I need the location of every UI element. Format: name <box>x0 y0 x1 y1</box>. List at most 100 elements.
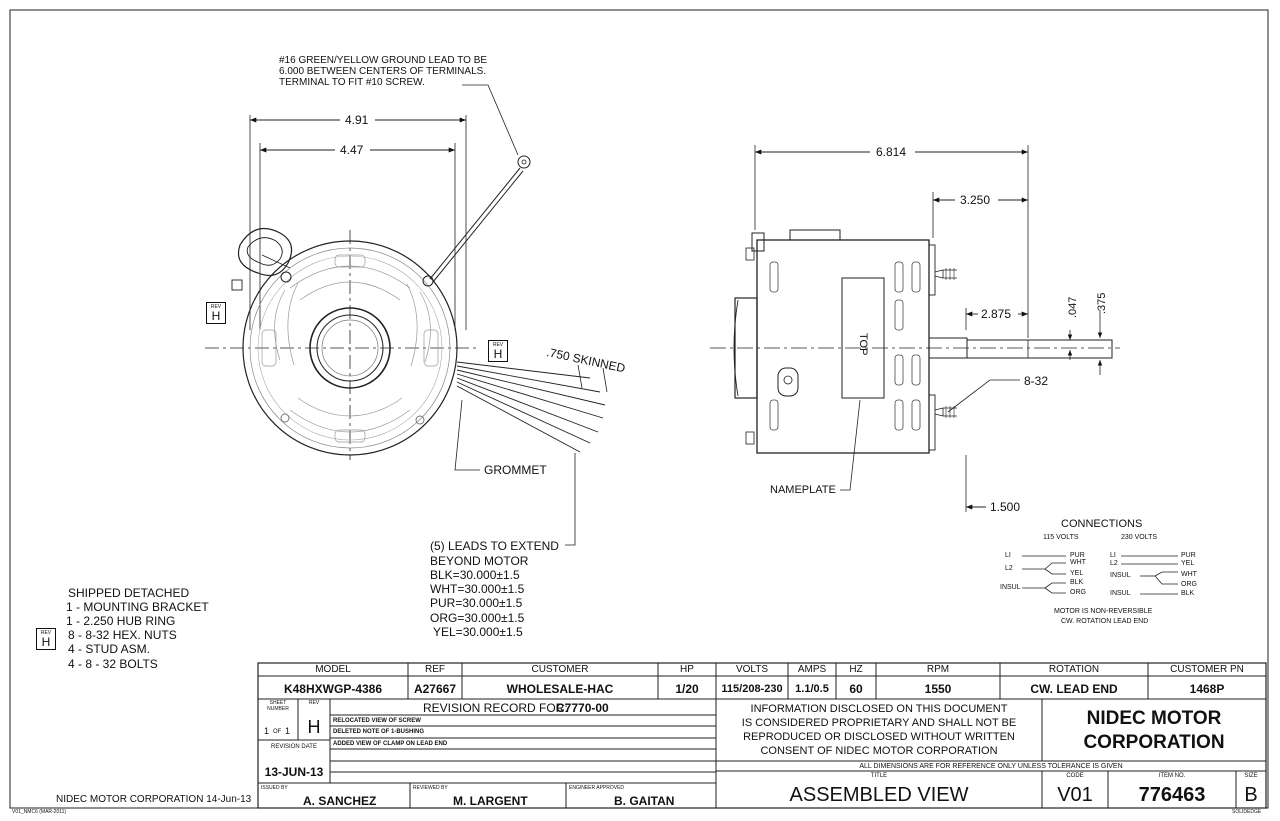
header-hz: HZ <box>849 664 863 675</box>
header-customer-pn: CUSTOMER PN <box>1170 664 1244 675</box>
revision-line: ADDED VIEW OF CLAMP ON LEAD END <box>333 741 448 747</box>
header-customer: CUSTOMER <box>531 664 589 675</box>
header-amps: AMPS <box>797 664 827 675</box>
leads-note-wht: WHT=30.000±1.5 <box>430 582 525 596</box>
conn-115-yel: YEL <box>1070 570 1084 577</box>
conn-230-term-insul: INSUL <box>1110 572 1131 579</box>
company-date: NIDEC MOTOR CORPORATION 14-Jun-13 <box>56 794 252 805</box>
header-model: MODEL <box>315 664 351 675</box>
conn-230-term-l2: L2 <box>1110 560 1118 567</box>
revision-number: C7770-00 <box>556 701 609 715</box>
item-number: 776463 <box>1138 784 1206 806</box>
end-view <box>205 84 608 546</box>
title-block-grid <box>257 662 1267 809</box>
revision-line: DELETED NOTE OF 1-BUSHING <box>333 729 425 735</box>
header-rotation: ROTATION <box>1048 664 1100 675</box>
leads-note-line2: BEYOND MOTOR <box>430 554 529 568</box>
rev-marker: REV H <box>488 340 508 362</box>
nameplate-note: NAMEPLATE <box>770 484 836 496</box>
value-customer-pn: 1468P <box>1189 682 1225 696</box>
dim-047: .047 <box>1067 296 1079 318</box>
dim-1-500: 1.500 <box>990 500 1021 514</box>
shipped-item: 8 - 8-32 HEX. NUTS <box>68 628 177 642</box>
sheet-value: 1 <box>264 726 270 736</box>
conn-230-term-l1: LI <box>1110 552 1116 559</box>
shipped-item: 4 - STUD ASM. <box>68 642 151 656</box>
code-value: V01 <box>1057 784 1093 806</box>
conn-115-wht: WHT <box>1070 559 1086 566</box>
conn-230-pur: PUR <box>1181 552 1196 559</box>
size-label: SIZE <box>1244 773 1258 779</box>
connections-diagram <box>1022 555 1178 595</box>
drawing-title: ASSEMBLED VIEW <box>789 784 969 806</box>
side-view <box>710 145 1120 512</box>
header-hp: HP <box>680 664 694 675</box>
code-label: CODE <box>1066 773 1084 779</box>
header-rpm: RPM <box>926 664 950 675</box>
connections-230v: 230 VOLTS <box>1121 534 1158 541</box>
value-rotation: CW. LEAD END <box>1030 682 1118 696</box>
shipped-item: 4 - 8 - 32 BOLTS <box>68 657 158 671</box>
company-name-line2: CORPORATION <box>1083 732 1225 753</box>
dim-2-875: 2.875 <box>981 307 1012 321</box>
value-hz: 60 <box>849 682 863 696</box>
connections-title: CONNECTIONS <box>1061 518 1143 530</box>
dim-3-250: 3.250 <box>960 193 991 207</box>
grommet-note: GROMMET <box>484 463 547 477</box>
engineer-label: ENGINEER APPROVED <box>569 785 625 791</box>
value-model: K48HXWGP-4386 <box>283 682 383 696</box>
value-hp: 1/20 <box>675 682 699 696</box>
shipped-title: SHIPPED DETACHED <box>68 586 190 600</box>
dim-4-47: 4.47 <box>340 143 364 157</box>
leads-note-org: ORG=30.000±1.5 <box>430 611 525 625</box>
conn-115-org: ORG <box>1070 589 1086 596</box>
ground-lead-note-line1: #16 GREEN/YELLOW GROUND LEAD TO BE <box>279 55 488 66</box>
revision-line: RELOCATED VIEW OF SCREW <box>333 718 421 724</box>
rev-label: REV <box>308 700 320 706</box>
info-line: INFORMATION DISCLOSED ON THIS DOCUMENT <box>750 703 1008 715</box>
conn-115-term-insul: INSUL <box>1000 584 1021 591</box>
ground-lead-note-line3: TERMINAL TO FIT #10 SCREW. <box>279 77 425 88</box>
reviewed-by: M. LARGENT <box>453 794 528 808</box>
conn-115-term-l1: LI <box>1005 552 1011 559</box>
conn-115-blk: BLK <box>1070 579 1084 586</box>
issued-by-label: ISSUED BY <box>261 785 288 791</box>
conn-115-term-l2: L2 <box>1005 565 1013 572</box>
issued-by: A. SANCHEZ <box>303 794 377 808</box>
leads-note-blk: BLK=30.000±1.5 <box>430 568 520 582</box>
conn-230-term-insul-2: INSUL <box>1110 590 1131 597</box>
leads-note-yel: YEL=30.000±1.5 <box>433 625 523 639</box>
shipped-item: 1 - MOUNTING BRACKET <box>66 600 209 614</box>
leads-note-line1: (5) LEADS TO EXTEND <box>430 539 559 553</box>
dimensions-note: ALL DIMENSIONS ARE FOR REFERENCE ONLY UN… <box>859 763 1123 770</box>
header-volts: VOLTS <box>735 664 769 675</box>
info-line: CONSENT OF NIDEC MOTOR CORPORATION <box>760 745 998 757</box>
connections-note-2: CW. ROTATION LEAD END <box>1061 618 1149 625</box>
company-name-line1: NIDEC MOTOR <box>1086 708 1222 729</box>
connections-115v: 115 VOLTS <box>1043 534 1079 541</box>
conn-230-blk: BLK <box>1181 590 1195 597</box>
conn-230-yel: YEL <box>1181 560 1195 567</box>
header-ref: REF <box>425 664 445 675</box>
value-ref: A27667 <box>413 682 457 696</box>
info-line: IS CONSIDERED PROPRIETARY AND SHALL NOT … <box>741 717 1017 729</box>
thread-note: 8-32 <box>1024 374 1049 388</box>
value-rpm: 1550 <box>924 682 952 696</box>
dim-6-814: 6.814 <box>876 145 907 159</box>
value-customer: WHOLESALE-HAC <box>506 682 614 696</box>
sheet-total: 1 <box>285 726 291 736</box>
leads-note-pur: PUR=30.000±1.5 <box>430 596 523 610</box>
sheet-number-label: NUMBER <box>267 706 289 712</box>
value-volts: 115/208-230 <box>721 683 783 695</box>
dim-375: .375 <box>1096 292 1108 314</box>
solid-edge-label: SOLIDEDGE <box>1232 809 1262 815</box>
value-amps: 1.1/0.5 <box>795 683 829 695</box>
size-value: B <box>1244 784 1258 806</box>
item-label: ITEM NO. <box>1158 773 1186 779</box>
rev-marker: REV H <box>36 628 56 650</box>
revision-record-label: REVISION RECORD FOR: <box>423 701 568 715</box>
revision-date-label: REVISION DATE <box>271 744 317 750</box>
rev-value: H <box>307 717 321 737</box>
